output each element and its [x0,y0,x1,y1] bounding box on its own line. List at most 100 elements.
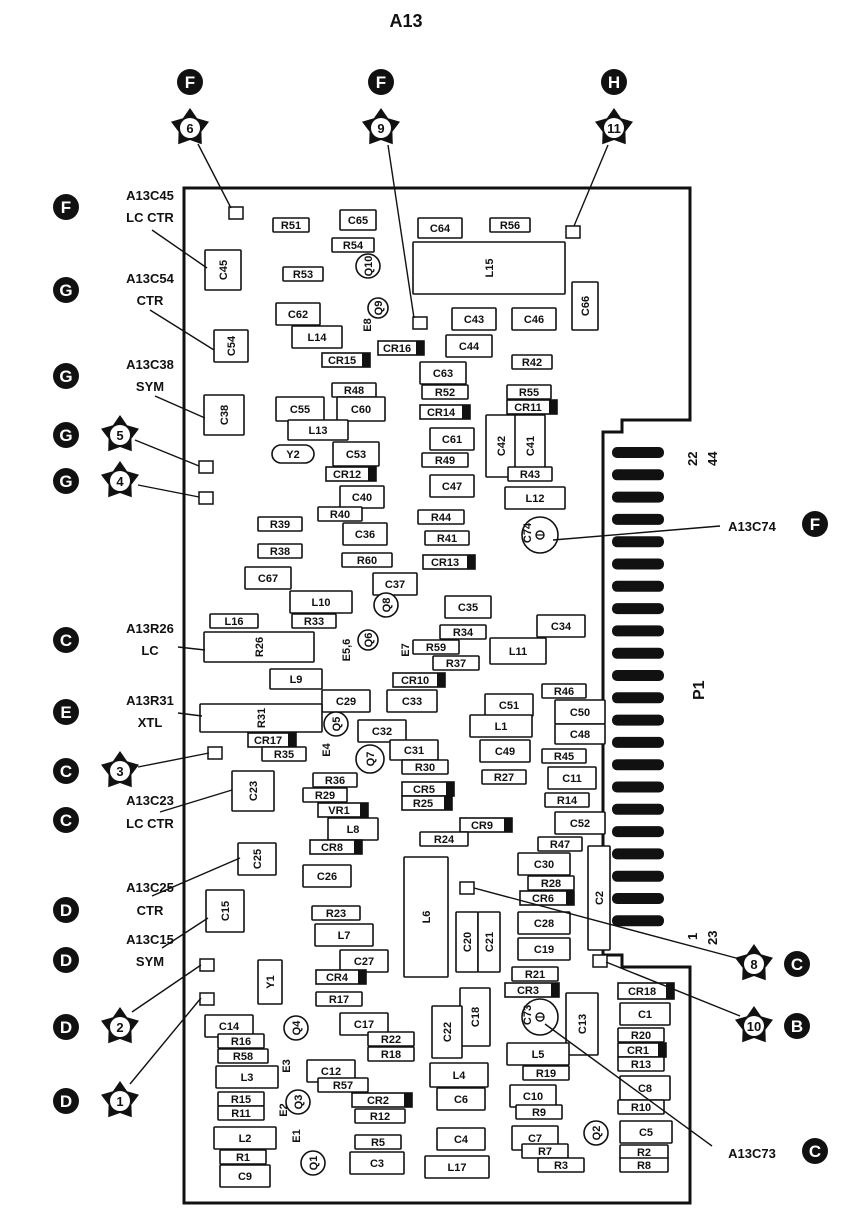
component-label: C74 [522,522,534,543]
component-c47: C47 [429,474,475,498]
component-label: C33 [402,696,422,708]
component-label: CR5 [413,784,435,796]
component-label: C65 [348,215,368,227]
component-label: CR14 [427,407,456,419]
component-q1: Q1 [300,1150,326,1176]
component-label: C42 [496,436,508,456]
component-label: L14 [308,332,328,344]
leader-line [149,309,215,351]
component-l3: L3 [215,1065,279,1089]
component-r15: R15 [217,1091,265,1107]
component-c12: C12 [306,1059,356,1083]
component-c31: C31 [389,739,439,761]
component-r23: R23 [311,905,361,921]
component-c37: C37 [372,572,418,596]
component-c74: C74 [521,516,559,554]
connector-finger [612,558,664,570]
connector-finger [612,513,664,525]
component-label: C48 [570,729,590,741]
component-label: R53 [293,269,313,281]
test-point-disc-11: H [601,69,627,95]
test-point-star-11: 11 [595,108,633,145]
component-label: R52 [435,387,455,399]
callout-disc-a13c23: C [53,807,79,833]
component-l5: L5 [506,1042,570,1066]
component-c11: C11 [547,766,597,790]
component-r31: R31 [199,703,323,733]
component-r42: R42 [511,354,553,370]
component-label: L16 [225,616,244,628]
component-q3: Q3 [285,1089,311,1115]
test-point-star-9: 9 [362,108,400,145]
component-label: CR18 [628,986,656,998]
component-r52: R52 [421,384,469,400]
callout-desc-a13c23: LC CTR [126,816,174,831]
component-label: C12 [321,1066,341,1078]
test-point-letter: F [376,73,386,92]
leader-line [473,887,737,959]
component-c17: C17 [339,1012,389,1036]
component-c46: C46 [511,307,557,331]
component-c42: C42 [485,414,517,478]
component-y1: Y1 [257,959,283,1005]
component-label: R43 [520,469,540,481]
callout-disc-a13c15: D [53,947,79,973]
component-label: C52 [570,818,590,830]
leader-line [552,525,721,541]
component-label: R29 [315,790,335,802]
component-l15: L15 [412,241,566,295]
component-c34: C34 [536,614,586,638]
component-label: CR11 [514,402,542,414]
component-q8: Q8 [373,592,399,618]
callout-ref-a13r31: A13R31 [126,693,174,708]
component-c26: C26 [302,864,352,888]
component-label: R13 [631,1059,651,1071]
component-r16: R16 [217,1033,265,1049]
component-cr11: CR11 [506,399,558,415]
test-point-number: 4 [116,474,124,489]
component-q10: Q10 [355,253,381,279]
component-q5: Q5 [323,711,349,737]
component-label: C2 [594,891,606,905]
component-label: R20 [631,1030,651,1042]
test-point-letter: G [59,472,72,491]
component-r14: R14 [544,792,590,808]
component-label: C21 [484,932,496,952]
component-c2: C2 [587,845,611,951]
component-r22: R22 [367,1031,415,1047]
component-label: C60 [351,404,371,416]
component-cr12: CR12 [325,466,377,482]
component-label: CR8 [321,842,343,854]
component-r18: R18 [367,1046,415,1062]
leader-line [197,143,232,209]
component-label: R31 [256,708,268,728]
component-r7: R7 [521,1143,569,1159]
component-l13: L13 [287,419,349,441]
component-label: CR16 [383,343,411,355]
test-point-star-8: 8 [735,944,773,981]
component-r19: R19 [522,1065,570,1081]
component-cr18: CR18 [617,982,675,1000]
component-r24: R24 [419,831,469,847]
callout-ref-a13r26: A13R26 [126,621,174,636]
component-label: R28 [541,878,561,890]
component-label: Q8 [381,598,393,613]
component-r43: R43 [507,466,553,482]
component-label: R19 [536,1068,556,1080]
component-c15: C15 [205,889,245,933]
component-label: CR9 [471,820,493,832]
component-r41: R41 [424,530,470,546]
component-label: C41 [525,436,537,456]
component-cr3: CR3 [504,982,560,998]
component-label: R30 [415,762,435,774]
connector-finger [612,893,664,904]
component-r26: R26 [203,631,315,663]
component-label: R22 [381,1034,401,1046]
test-point-letter: H [608,73,620,92]
component-r56: R56 [489,217,531,233]
component-label: C54 [226,335,238,356]
component-label: R3 [554,1160,568,1172]
